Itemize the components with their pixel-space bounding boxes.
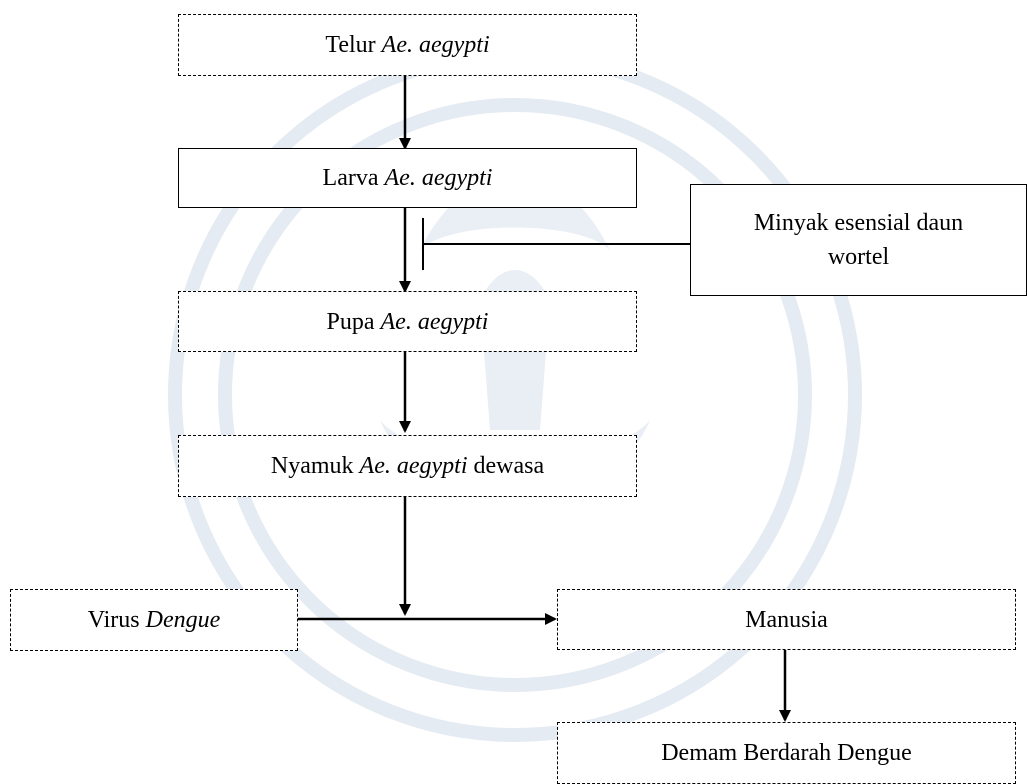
- node-pupa: Pupa Ae. aegypti: [178, 291, 637, 352]
- node-dbd-pre: Demam Berdarah Dengue: [661, 740, 912, 766]
- node-virus: Virus Dengue: [10, 589, 298, 651]
- node-virus-pre: Virus: [87, 607, 146, 633]
- node-pupa-italic: Ae. aegypti: [380, 308, 489, 335]
- node-nyamuk-pre: Nyamuk: [270, 453, 360, 479]
- node-dbd: Demam Berdarah Dengue: [557, 722, 1016, 784]
- node-nyamuk-italic: Ae. aegypti: [359, 453, 468, 479]
- node-larva: Larva Ae. aegypti: [178, 148, 637, 208]
- node-minyak-line2: wortel: [827, 244, 890, 270]
- node-nyamuk: Nyamuk Ae. aegypti dewasa: [178, 435, 637, 497]
- node-minyak: Minyak esensial daun wortel: [690, 184, 1027, 296]
- node-telur: Telur Ae. aegypti: [178, 14, 637, 76]
- node-larva-pre: Larva: [322, 165, 385, 191]
- node-nyamuk-post: dewasa: [467, 453, 545, 479]
- node-pupa-pre: Pupa: [326, 308, 381, 335]
- node-manusia: Manusia: [557, 589, 1016, 650]
- node-minyak-line1: Minyak esensial daun: [753, 210, 964, 236]
- node-telur-pre: Telur: [325, 32, 382, 58]
- node-virus-italic: Dengue: [145, 607, 221, 633]
- node-larva-italic: Ae. aegypti: [384, 165, 493, 191]
- node-manusia-pre: Manusia: [745, 606, 828, 633]
- node-telur-italic: Ae. aegypti: [381, 32, 490, 58]
